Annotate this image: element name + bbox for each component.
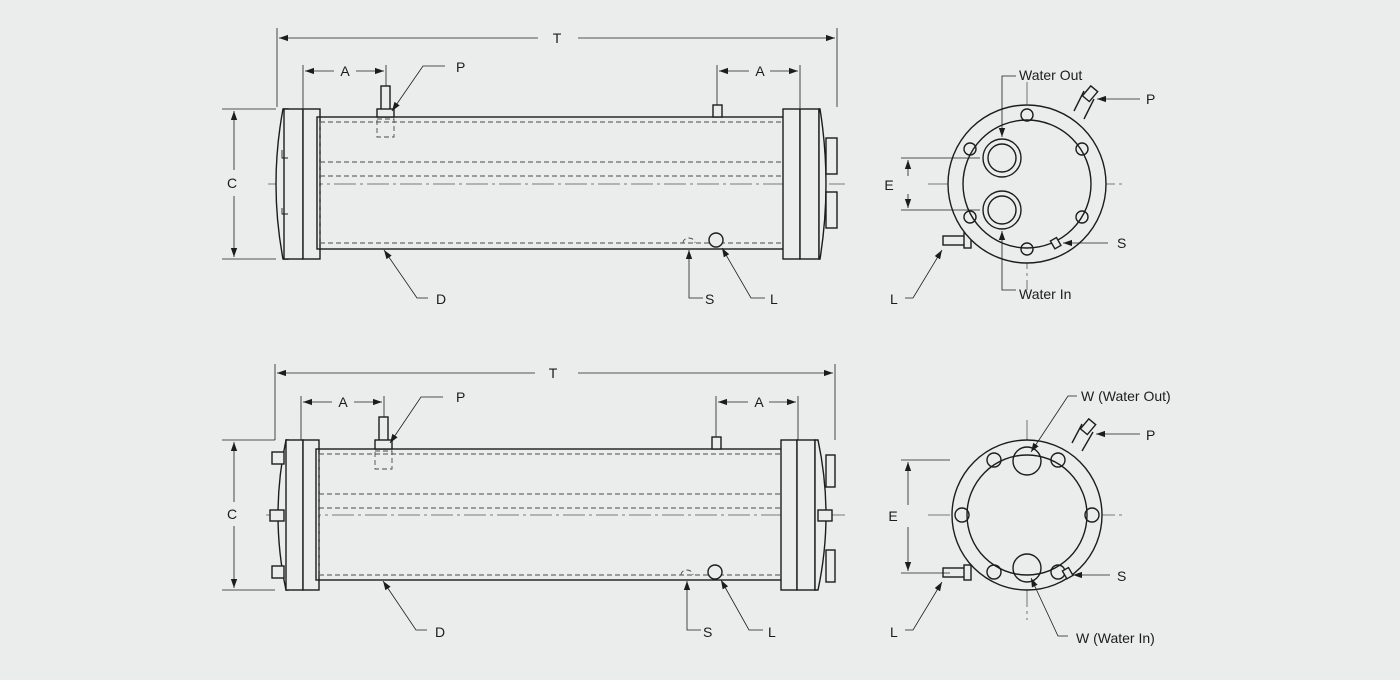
- top-label-d: D: [436, 291, 446, 307]
- top-leader-d: D: [383, 249, 446, 307]
- bottom-right-end-cap: [780, 439, 836, 591]
- top-dim-a-right-label: A: [755, 63, 765, 79]
- bottom-leader-d: D: [382, 580, 445, 640]
- bottom-end-label-l: L: [890, 624, 898, 640]
- bottom-vent-fitting: [711, 436, 722, 450]
- bottom-dim-a-left-label: A: [338, 394, 348, 410]
- bottom-end-label-water-out: W (Water Out): [1081, 388, 1171, 404]
- bottom-end-dim-e: E: [888, 459, 950, 574]
- bottom-label-s: S: [703, 624, 712, 640]
- top-vent-fitting: [712, 104, 723, 118]
- top-leader-l: L: [721, 247, 778, 307]
- top-dim-c-label: C: [227, 175, 237, 191]
- bottom-dim-t-label: T: [549, 365, 558, 381]
- bottom-end-l-fitting: [942, 564, 972, 581]
- top-end-view: E Water Out Water In P S L: [884, 67, 1155, 307]
- top-end-label-water-out: Water Out: [1019, 67, 1082, 83]
- top-end-dim-e: E: [884, 157, 980, 211]
- top-end-label-p: P: [1146, 91, 1155, 107]
- top-end-leader-water-out: Water Out: [998, 67, 1082, 137]
- bottom-leader-s: S: [683, 581, 712, 640]
- top-end-leader-s: S: [1063, 235, 1126, 251]
- bottom-dim-c-label: C: [227, 506, 237, 522]
- top-end-s-port: [1049, 236, 1062, 250]
- top-left-end-cap: [275, 108, 321, 260]
- top-s-port: [682, 237, 696, 244]
- bottom-dim-a-right-label: A: [754, 394, 764, 410]
- top-dim-c: C: [222, 108, 276, 260]
- bottom-end-water-out-nozzle: [1012, 446, 1042, 476]
- top-end-label-s: S: [1117, 235, 1126, 251]
- bottom-dim-a-left: A: [300, 394, 385, 440]
- bottom-dim-t: T: [274, 364, 836, 440]
- bottom-end-leader-s: S: [1073, 568, 1126, 584]
- top-dim-t-label: T: [553, 30, 562, 46]
- top-right-end-cap: [782, 108, 838, 260]
- bottom-end-label-p: P: [1146, 427, 1155, 443]
- bottom-label-l: L: [768, 624, 776, 640]
- bottom-leader-l: L: [720, 579, 776, 640]
- top-end-bolt-holes: [963, 108, 1089, 256]
- top-dim-t: T: [276, 28, 838, 107]
- top-end-p-fitting: [1073, 84, 1099, 120]
- top-dim-a-left: A: [302, 63, 387, 108]
- bottom-left-end-cap: [269, 439, 320, 591]
- bottom-end-p-fitting: [1071, 417, 1097, 452]
- top-leader-s: S: [685, 250, 714, 307]
- bottom-end-water-in-nozzle: [1012, 553, 1042, 583]
- bottom-dim-c: C: [222, 439, 275, 591]
- top-label-s: S: [705, 291, 714, 307]
- top-label-p: P: [456, 59, 465, 75]
- top-p-fitting: [376, 85, 395, 138]
- bottom-end-flange: [951, 439, 1103, 591]
- top-leader-p: P: [391, 59, 465, 112]
- top-label-l: L: [770, 291, 778, 307]
- top-dim-a-left-label: A: [340, 63, 350, 79]
- bottom-end-label-s: S: [1117, 568, 1126, 584]
- top-end-leader-water-in: Water In: [998, 231, 1071, 302]
- top-end-flange: [947, 104, 1107, 264]
- top-end-leader-p: P: [1097, 91, 1155, 107]
- top-end-leader-l: L: [890, 249, 943, 307]
- top-shell-body: [316, 116, 788, 250]
- bottom-leader-p: P: [389, 389, 465, 444]
- bottom-side-view: T A A C: [222, 364, 845, 640]
- bottom-l-port: [707, 564, 723, 580]
- top-dim-a-right: A: [716, 63, 801, 108]
- bottom-end-leader-l: L: [890, 581, 943, 640]
- top-end-water-in-nozzle: [982, 190, 1022, 230]
- bottom-end-leader-water-in: W (Water In): [1030, 577, 1155, 646]
- bottom-dim-a-right: A: [715, 394, 799, 440]
- bottom-end-s-port: [1061, 566, 1074, 580]
- top-end-label-water-in: Water In: [1019, 286, 1071, 302]
- bottom-end-dim-e-label: E: [888, 508, 897, 524]
- bottom-end-bolt-holes: [954, 452, 1100, 580]
- top-end-water-out-nozzle: [982, 138, 1022, 178]
- bottom-end-label-water-in: W (Water In): [1076, 630, 1155, 646]
- bottom-end-leader-water-out: W (Water Out): [1030, 388, 1171, 453]
- bottom-end-view: E W (Water Out) W (Water In) P S L: [888, 388, 1170, 646]
- bottom-end-leader-p: P: [1096, 427, 1155, 443]
- bottom-p-fitting: [374, 416, 393, 470]
- bottom-label-p: P: [456, 389, 465, 405]
- top-l-port: [708, 232, 724, 248]
- top-end-label-l: L: [890, 291, 898, 307]
- top-side-view: T A A C: [222, 28, 845, 307]
- top-end-dim-e-label: E: [884, 177, 893, 193]
- bottom-s-port: [680, 569, 694, 576]
- bottom-label-d: D: [435, 624, 445, 640]
